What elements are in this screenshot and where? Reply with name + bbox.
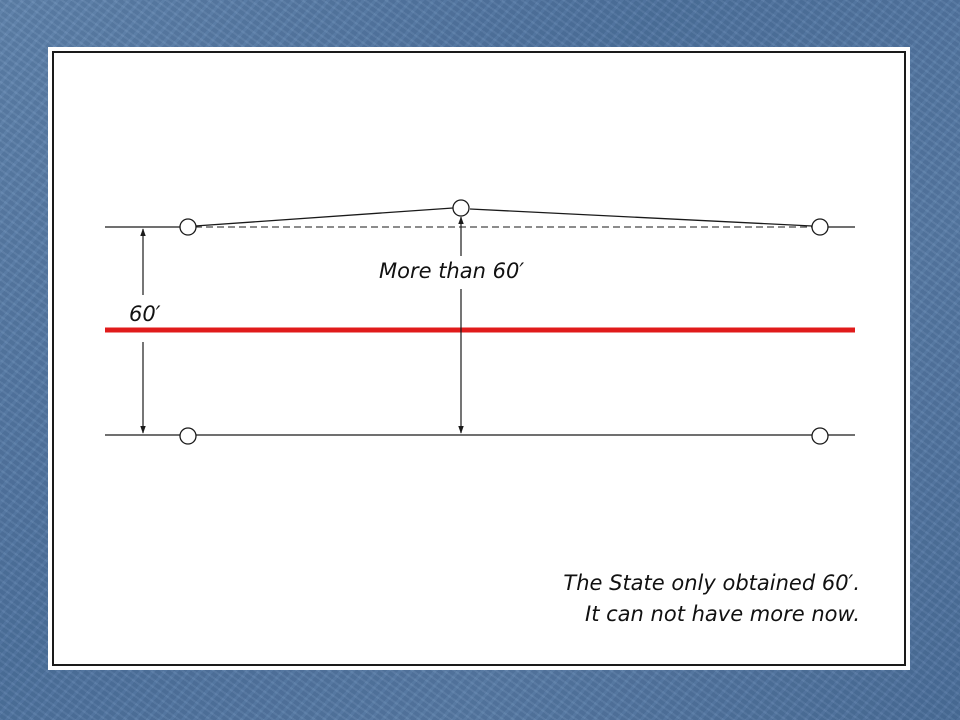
diagram-frame: 60′ More than 60′ The State only obtaine… [48, 47, 910, 670]
right-of-way-diagram: 60′ More than 60′ The State only obtaine… [105, 199, 860, 626]
note-line-2: It can not have more now. [585, 602, 860, 626]
angled-line-left [194, 207, 454, 227]
monument-top-left [179, 218, 197, 236]
monument-top-center [452, 199, 470, 217]
center-dimension-label: More than 60′ [379, 259, 524, 283]
monument-bottom-left [179, 427, 197, 445]
angled-line-right [469, 208, 813, 227]
monument-bottom-right [811, 427, 829, 445]
monument-top-right [811, 218, 829, 236]
left-dimension-label: 60′ [129, 302, 161, 326]
note-line-1: The State only obtained 60′. [563, 571, 860, 595]
